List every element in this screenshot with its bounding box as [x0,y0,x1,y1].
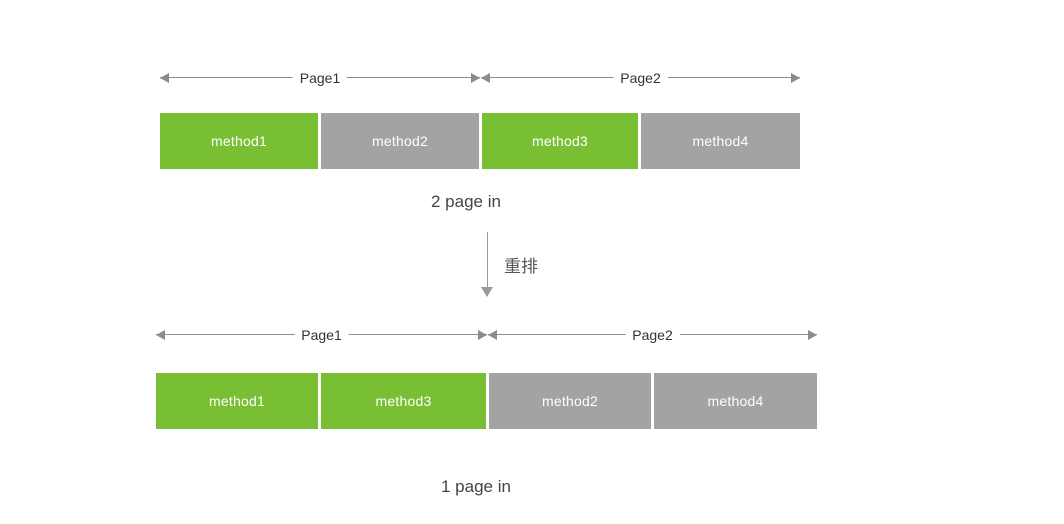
after-page1-left-arrow-icon [156,330,165,340]
before-page2-span: Page2 [481,65,800,91]
block-label: method3 [375,393,432,409]
after-caption: 1 page in [441,477,511,496]
transition-arrow-shaft [487,232,488,289]
block-label: method4 [707,393,764,409]
before-page1-left-arrow-icon [160,73,169,83]
before-page1-span: Page1 [160,65,480,91]
block-method2-after[interactable]: method2 [489,373,651,429]
after-page2-label: Page2 [625,322,680,348]
before-page2-left-arrow-icon [481,73,490,83]
block-label: method2 [372,133,428,149]
block-method4-before[interactable]: method4 [641,113,800,169]
before-page2-right-arrow-icon [791,73,800,83]
after-page1-label: Page1 [294,322,349,348]
after-page1-right-arrow-icon [478,330,487,340]
block-method2-before[interactable]: method2 [321,113,479,169]
after-page2-right-arrow-icon [808,330,817,340]
block-label: method1 [209,393,265,409]
transition-arrow-head-icon [481,287,493,297]
after-page2-span: Page2 [488,322,817,348]
block-method1-before[interactable]: method1 [160,113,318,169]
block-label: method4 [692,133,749,149]
after-page-ruler: Page1 Page2 [0,322,1064,348]
block-method3-before[interactable]: method3 [482,113,638,169]
before-page1-right-arrow-icon [471,73,480,83]
before-method-blocks: method1 method2 method3 method4 [0,113,1064,169]
before-page-ruler: Page1 Page2 [0,65,1064,91]
block-label: method1 [211,133,267,149]
after-method-blocks: method1 method3 method2 method4 [0,373,1064,429]
transition-label: 重排 [504,257,538,276]
block-method1-after[interactable]: method1 [156,373,318,429]
block-label: method3 [532,133,588,149]
block-method3-after[interactable]: method3 [321,373,486,429]
before-caption: 2 page in [431,192,501,211]
after-page2-left-arrow-icon [488,330,497,340]
before-page2-label: Page2 [613,65,668,91]
block-label: method2 [542,393,598,409]
before-page1-label: Page1 [292,65,348,91]
block-method4-after[interactable]: method4 [654,373,817,429]
after-page1-span: Page1 [156,322,487,348]
